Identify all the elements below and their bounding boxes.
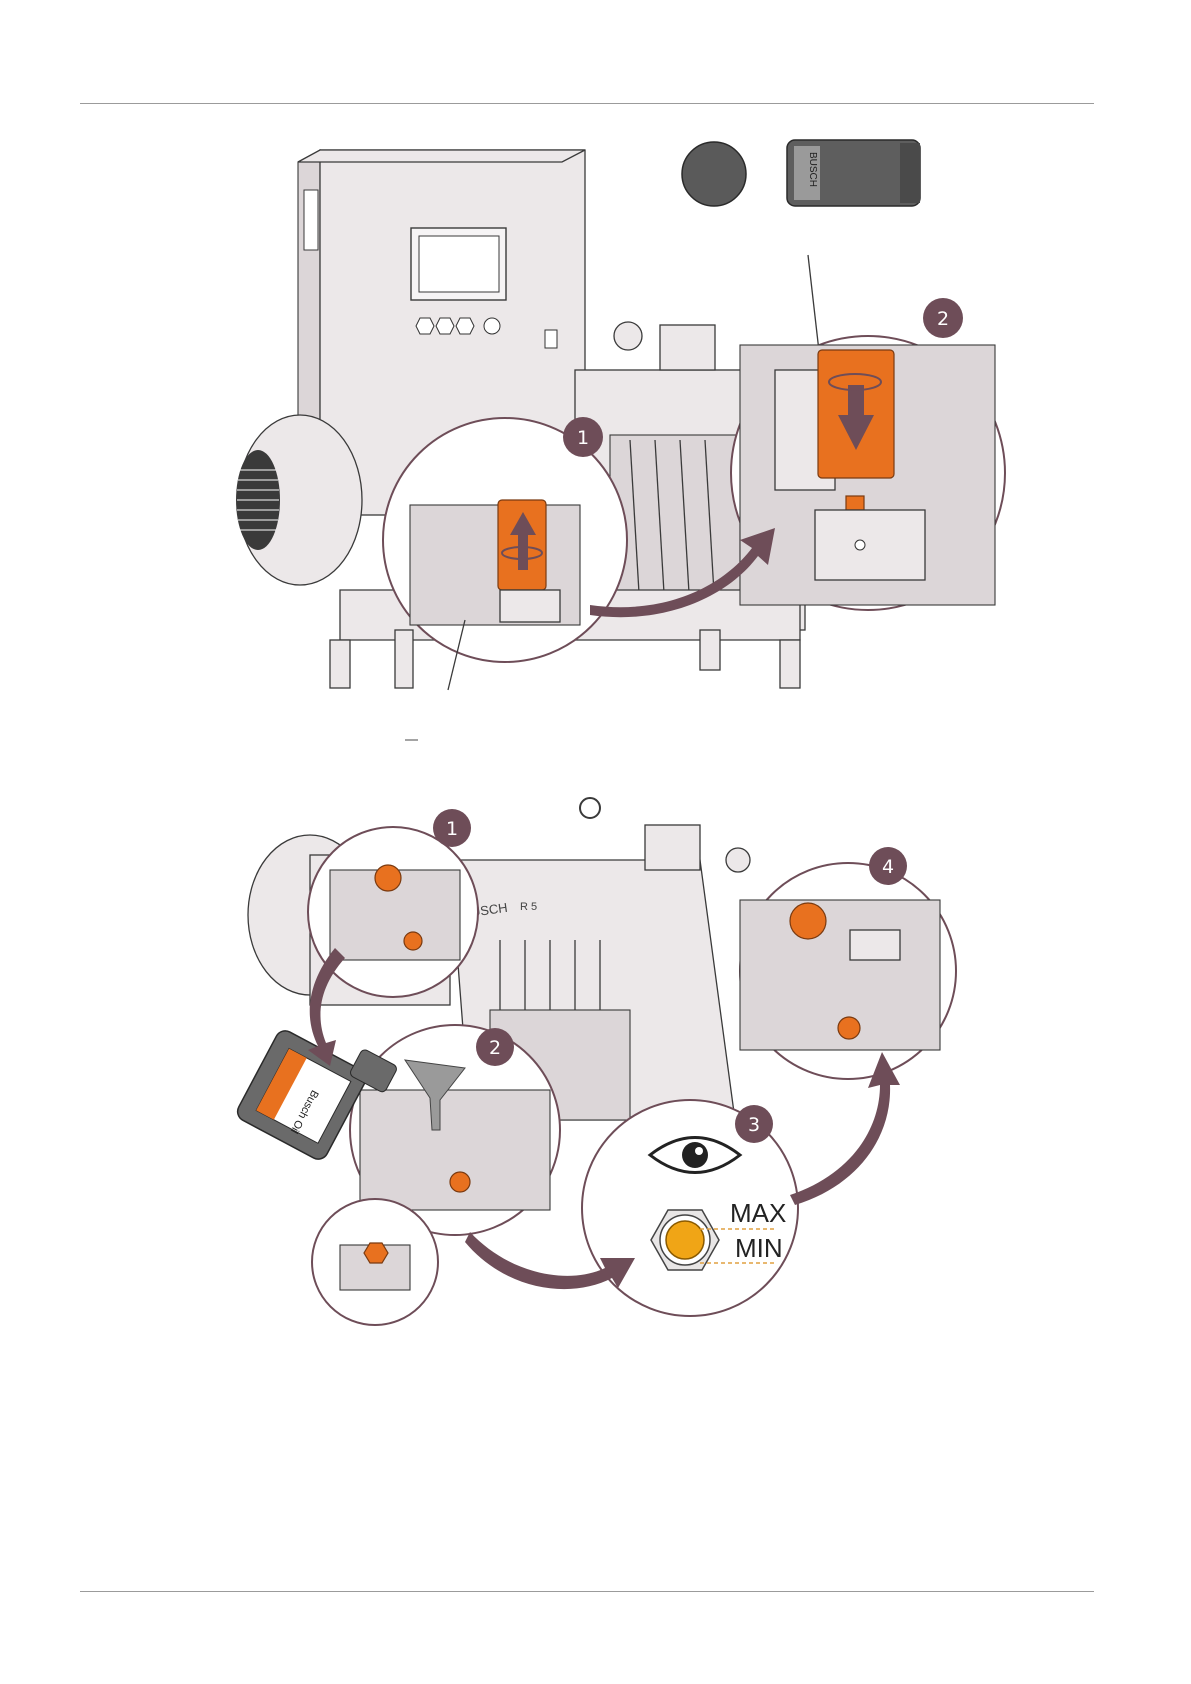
pump-model-label: R 5 xyxy=(520,901,537,913)
oil-level-min-label: MIN xyxy=(735,1233,783,1263)
detail-view-oil-level-check: MAX MIN 3 xyxy=(582,1100,798,1316)
detail-view-oil-cap-refit: 4 xyxy=(740,847,956,1079)
oil-step-3-label: 3 xyxy=(748,1114,760,1136)
oil-step-4-label: 4 xyxy=(882,856,894,878)
oil-change-figure: BUSCH R 5 1 2 Busch Oil xyxy=(0,0,1191,1340)
footer-rule xyxy=(80,1591,1094,1592)
oil-level-max-label: MAX xyxy=(730,1198,786,1228)
detail-view-drain-plug xyxy=(312,1199,438,1325)
oil-step-2-label: 2 xyxy=(489,1037,501,1059)
oil-step-1-label: 1 xyxy=(446,818,458,840)
